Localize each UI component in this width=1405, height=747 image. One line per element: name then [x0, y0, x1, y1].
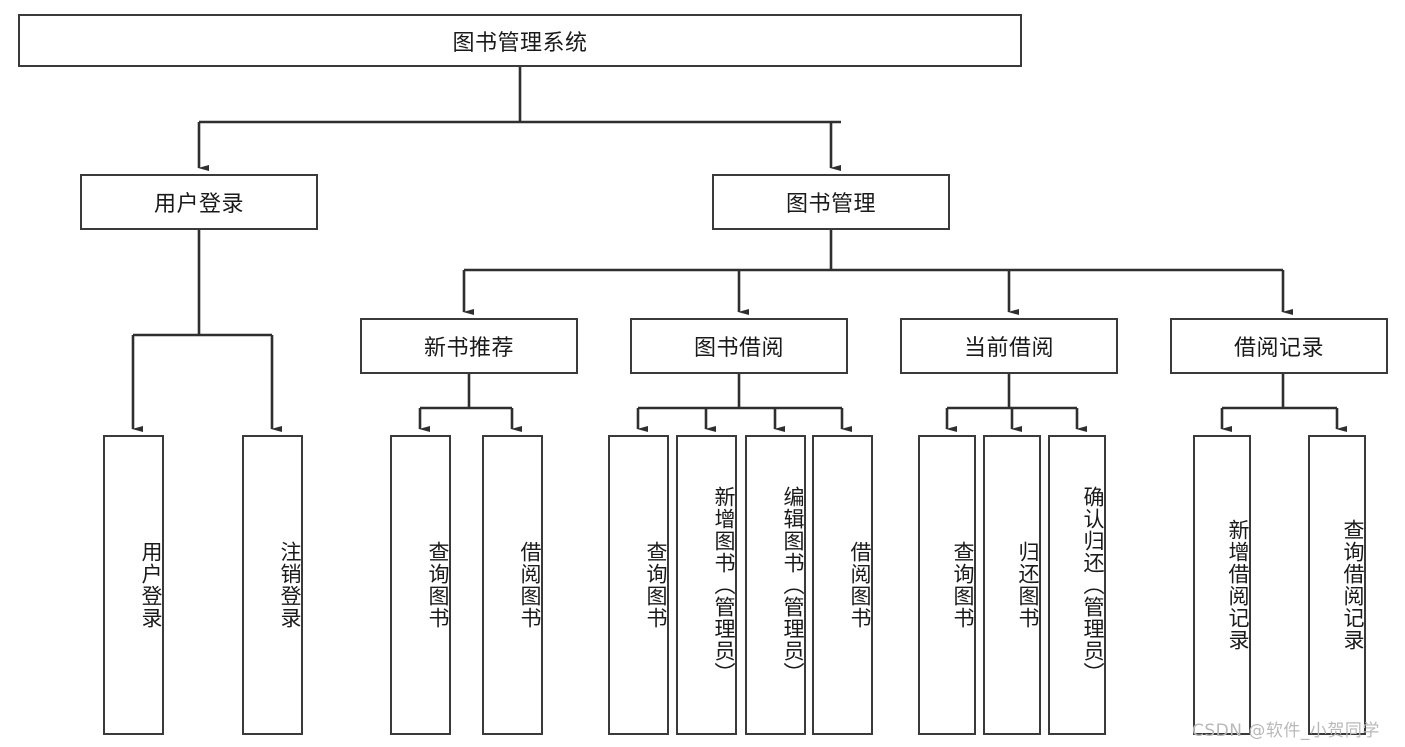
node-current-borrow[interactable]: 当前借阅 — [900, 318, 1118, 374]
leaf-borrow-query-book[interactable]: 查询图书 — [608, 435, 669, 735]
node-book-borrow[interactable]: 图书借阅 — [630, 318, 848, 374]
leaf-records-add-record[interactable]: 新增借阅记录 — [1193, 435, 1251, 735]
leaf-user-login[interactable]: 用户登录 — [103, 435, 164, 735]
leaf-current-query-book[interactable]: 查询图书 — [918, 435, 976, 735]
node-root-system[interactable]: 图书管理系统 — [18, 14, 1022, 67]
node-borrow-records[interactable]: 借阅记录 — [1170, 318, 1388, 374]
leaf-borrow-add-book-admin[interactable]: 新增图书（管理员） — [676, 435, 737, 735]
node-book-management[interactable]: 图书管理 — [712, 174, 950, 230]
csdn-watermark: CSDN @软件_小贺同学 — [1192, 721, 1380, 741]
node-new-book-recommend[interactable]: 新书推荐 — [360, 318, 578, 374]
leaf-borrow-edit-book-admin[interactable]: 编辑图书（管理员） — [745, 435, 806, 735]
leaf-recommend-query-book[interactable]: 查询图书 — [390, 435, 451, 735]
leaf-current-return-book[interactable]: 归还图书 — [983, 435, 1041, 735]
leaf-records-query-record[interactable]: 查询借阅记录 — [1308, 435, 1366, 735]
node-user-login[interactable]: 用户登录 — [80, 174, 318, 230]
leaf-current-confirm-return-admin[interactable]: 确认归还（管理员） — [1048, 435, 1106, 735]
leaf-borrow-lend-book[interactable]: 借阅图书 — [812, 435, 873, 735]
leaf-recommend-borrow-book[interactable]: 借阅图书 — [482, 435, 543, 735]
leaf-user-logout[interactable]: 注销登录 — [242, 435, 303, 735]
